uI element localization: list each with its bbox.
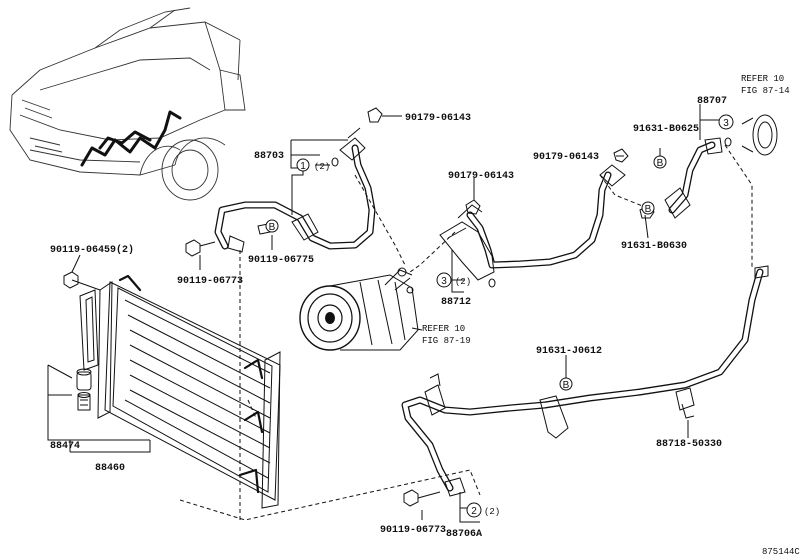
label-90179-06143-c: 90179-06143 [448, 171, 514, 182]
leader-lines [47, 104, 726, 523]
label-88712-qty: (2) [455, 277, 471, 287]
label-90119-06773-a: 90119-06773 [177, 276, 243, 287]
label-90119-06775: 90119-06775 [248, 255, 314, 266]
label-91631-b0630: 91631-B0630 [621, 241, 687, 252]
label-88706a-qty: (2) [484, 507, 500, 517]
callout-1: 1 [296, 158, 310, 172]
tube-88707 [664, 114, 778, 219]
label-90119-06773-b: 90119-06773 [380, 525, 446, 536]
figure-code: 875144C [762, 547, 800, 557]
callout-2-text: 2 [471, 506, 477, 517]
label-88703-qty: (2) [314, 162, 330, 172]
callout-b-3-text: B [645, 204, 652, 215]
label-refer-mid-2: FIG 87-19 [422, 336, 471, 346]
callout-2: 2 [466, 502, 482, 518]
dashed-connectors [179, 144, 753, 521]
callout-3-mid: 3 [436, 272, 452, 288]
condenser [76, 274, 281, 509]
bolt-90119-06773-top [185, 239, 216, 257]
callout-b-2: B [653, 155, 667, 169]
label-88718-50330: 88718-50330 [656, 439, 722, 450]
label-91631-b0625: 91631-B0625 [633, 124, 699, 135]
callout-3-top: 3 [718, 114, 734, 130]
label-90119-06459: 90119-06459(2) [50, 244, 134, 256]
label-refer-mid-1: REFER 10 [422, 324, 465, 334]
callout-b-1-text: B [269, 222, 276, 233]
label-90179-06143-a: 90179-06143 [405, 113, 471, 124]
callout-b-3: B [641, 201, 655, 215]
label-88706a: 88706A [446, 529, 482, 540]
label-88460: 88460 [95, 463, 125, 474]
bolt-90119-06773-bottom [403, 489, 441, 507]
callout-b-4: B [559, 377, 573, 391]
callout-b-4-text: B [563, 380, 570, 391]
car-illustration [9, 7, 246, 201]
liquid-tube [401, 265, 769, 497]
discharge-hose [214, 127, 376, 253]
clamp-88718-50330 [675, 387, 695, 419]
label-refer-top-2: FIG 87-14 [741, 86, 790, 96]
suction-hose [439, 164, 626, 281]
condenser-fins [124, 299, 271, 479]
label-91631-j0612: 91631-J0612 [536, 346, 602, 357]
label-88707: 88707 [697, 96, 727, 107]
callout-1-text: 1 [300, 161, 306, 172]
label-90179-06143-b: 90179-06143 [533, 152, 599, 163]
label-88474: 88474 [50, 441, 80, 452]
callout-3-top-text: 3 [723, 118, 729, 129]
callout-b-2-text: B [657, 158, 664, 169]
callout-3-mid-text: 3 [441, 276, 447, 287]
label-88712: 88712 [441, 297, 471, 308]
label-88703: 88703 [254, 151, 284, 162]
bolt-90119-06459 [63, 271, 101, 291]
callout-b-1: B [265, 219, 279, 233]
label-refer-top-1: REFER 10 [741, 74, 784, 84]
compressor [299, 267, 419, 351]
